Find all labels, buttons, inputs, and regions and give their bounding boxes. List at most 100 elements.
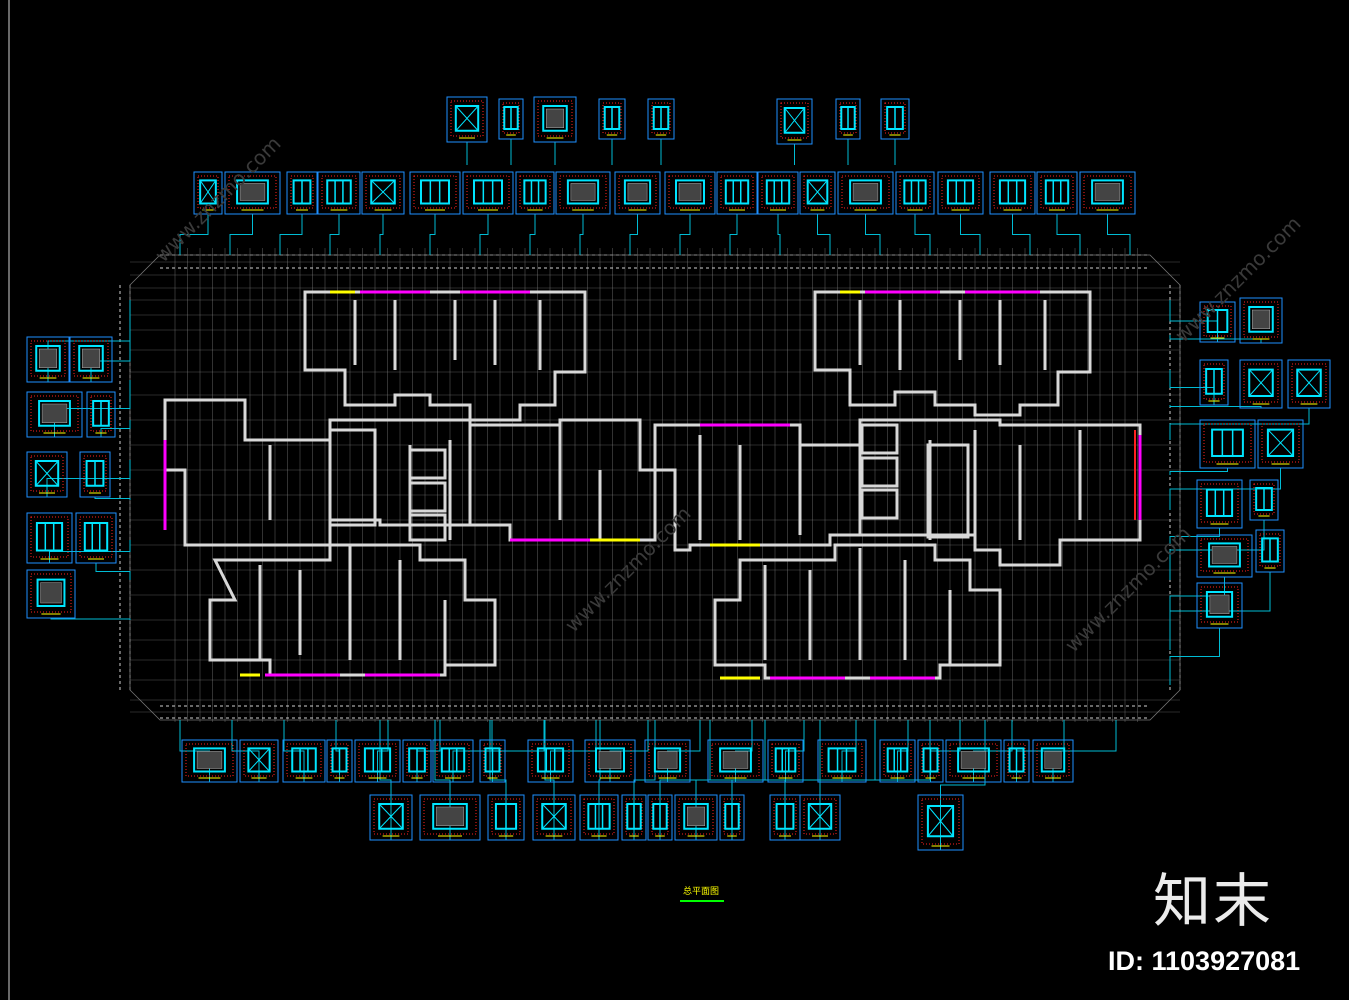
frame-dim [803, 798, 837, 835]
frame-border [224, 171, 281, 215]
door-swing [199, 180, 217, 204]
window-detail-frame [945, 739, 1002, 783]
frame-border [487, 794, 525, 841]
leader-line [865, 214, 881, 255]
window-elevation [1044, 179, 1070, 205]
window-detail-frame [79, 451, 111, 498]
window-detail-frame [69, 336, 113, 383]
frame-border [26, 512, 73, 564]
frame-dim [651, 102, 671, 134]
window-elevation [291, 747, 317, 773]
window-detail-frame [1036, 171, 1078, 215]
window-elevation [903, 179, 927, 205]
window-detail-frame [835, 98, 861, 140]
frame-dim [423, 798, 477, 835]
window-elevation [78, 345, 104, 372]
window-detail-frame [26, 569, 76, 619]
frame-border [181, 739, 238, 783]
window-detail-frame [817, 739, 867, 783]
leader-line [529, 214, 536, 255]
door-swing [784, 107, 805, 134]
window-detail-frame [584, 739, 636, 783]
window-elevation [1208, 542, 1241, 568]
window-detail-frame [326, 739, 353, 783]
frame-border [555, 171, 611, 215]
frame-dim [1200, 483, 1239, 523]
window-detail-frame [880, 98, 910, 140]
frame-dim [79, 516, 113, 558]
window-detail-frame [26, 391, 83, 438]
frame-border [479, 739, 506, 783]
glass-pane [722, 751, 749, 769]
leader-line [329, 214, 340, 255]
leader-line [231, 720, 260, 782]
frame-dim [773, 798, 797, 835]
frame-dim [1259, 533, 1281, 567]
frame-border [402, 739, 432, 783]
frame-dim [1243, 301, 1279, 338]
frame-border [462, 171, 514, 215]
window-elevation [849, 179, 882, 205]
frame-border [1196, 534, 1253, 578]
frame-dim [1261, 423, 1300, 463]
window-detail-frame [532, 794, 576, 841]
window-elevation [957, 747, 990, 773]
glass-pane [678, 183, 702, 201]
window-elevation [1248, 306, 1274, 333]
window-accents [163, 290, 1142, 680]
glass-pane [38, 348, 58, 368]
frame-dim [185, 743, 234, 777]
window-elevation [432, 803, 468, 830]
frame-border [86, 391, 116, 438]
leader-line [379, 214, 384, 255]
window-detail-frame [917, 739, 944, 783]
leader-line [1169, 370, 1215, 405]
frame-border [26, 336, 70, 383]
door-swing [1267, 429, 1294, 457]
leader-line [579, 214, 584, 255]
leader-line [598, 720, 601, 840]
glass-pane [1211, 546, 1238, 564]
window-elevation [420, 179, 450, 205]
window-elevation [1211, 428, 1244, 458]
leader-line [544, 720, 555, 840]
window-elevation [1091, 179, 1124, 205]
frame-dim [588, 743, 632, 777]
frame-dim [648, 743, 687, 777]
frame-border [837, 171, 894, 215]
frame-dim [668, 175, 712, 209]
window-elevation [806, 179, 829, 205]
frame-border [409, 171, 461, 215]
window-elevation [199, 179, 217, 205]
frame-border [719, 794, 745, 841]
building-walls [163, 290, 1142, 680]
leader-line [479, 214, 489, 255]
frame-dim [483, 743, 502, 777]
glass-pane [570, 183, 596, 201]
frame-dim [1036, 743, 1070, 777]
window-detail-frame [193, 171, 223, 215]
window-detail-frame [26, 451, 68, 498]
window-elevation [566, 179, 600, 205]
door-swing [1248, 369, 1274, 397]
window-elevation [193, 747, 226, 773]
leader-line [1012, 214, 1031, 255]
frame-dim [803, 175, 832, 209]
leader-line [1107, 214, 1131, 255]
frame-border [1196, 582, 1243, 629]
door-swing [35, 460, 59, 487]
window-detail-frames [26, 96, 1331, 851]
frame-border [1239, 359, 1283, 409]
frame-dim [771, 743, 800, 777]
window-elevation [783, 107, 806, 134]
frame-dim [941, 175, 980, 209]
window-detail-frame [1003, 739, 1030, 783]
frame-dim [30, 516, 69, 558]
window-detail-frame [527, 739, 574, 783]
window-elevation [1205, 488, 1234, 518]
glass-pane [81, 348, 101, 368]
window-detail-frame [757, 171, 799, 215]
frame-dim [884, 102, 906, 134]
door-swing [1296, 369, 1322, 397]
